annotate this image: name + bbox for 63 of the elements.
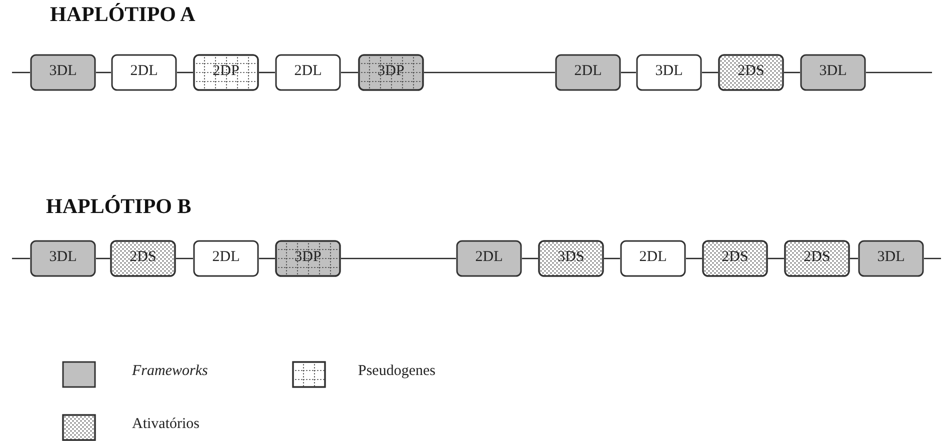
gene-box — [456, 240, 522, 277]
connector-line — [177, 72, 193, 74]
gene-box — [111, 54, 177, 91]
connector-line — [12, 72, 30, 74]
gene-label: 3DL — [876, 249, 906, 266]
section-heading: HAPLÓTIPO A — [50, 2, 196, 27]
gene-box — [275, 240, 341, 277]
gene-label: 2DL — [293, 63, 323, 80]
gene-label: 2DL — [573, 63, 603, 80]
gene-box — [800, 54, 866, 91]
gene-box — [718, 54, 784, 91]
gene-box — [30, 54, 96, 91]
gene-label: 3DL — [818, 63, 848, 80]
gene-label: 3DS — [556, 249, 586, 266]
connector-line — [341, 72, 358, 74]
gene-label: 2DS — [720, 249, 750, 266]
connector-line — [96, 72, 111, 74]
connector-line — [924, 258, 941, 260]
gene-box — [538, 240, 604, 277]
gene-label: 2DL — [638, 249, 668, 266]
connector-line — [768, 258, 784, 260]
connector-line — [522, 258, 538, 260]
connector-line — [259, 258, 275, 260]
gene-label: 2DS — [128, 249, 158, 266]
gene-label: 2DS — [802, 249, 832, 266]
gene-box — [858, 240, 924, 277]
connector-line — [604, 258, 620, 260]
connector-line — [259, 72, 275, 74]
gene-label: 2DL — [211, 249, 241, 266]
gene-box — [110, 240, 176, 277]
gene-label: 3DL — [654, 63, 684, 80]
gene-box — [636, 54, 702, 91]
connector-line — [176, 258, 193, 260]
legend-label: Ativatórios — [132, 416, 200, 433]
gene-label: 2DS — [736, 63, 766, 80]
connector-line — [424, 72, 555, 74]
gene-box — [193, 54, 259, 91]
gene-box — [30, 240, 96, 277]
legend-label: Pseudogenes — [358, 363, 436, 380]
gene-box — [275, 54, 341, 91]
connector-line — [866, 72, 932, 74]
gene-box — [555, 54, 621, 91]
connector-line — [784, 72, 800, 74]
gene-box — [193, 240, 259, 277]
connector-line — [96, 258, 110, 260]
gene-box — [702, 240, 768, 277]
gene-label: 3DP — [294, 249, 322, 266]
section-heading: HAPLÓTIPO B — [46, 194, 192, 219]
gene-label: 3DL — [48, 249, 78, 266]
connector-line — [341, 258, 456, 260]
legend-label: Frameworks — [132, 363, 208, 380]
gene-box — [784, 240, 850, 277]
connector-line — [702, 72, 718, 74]
gene-label: 3DP — [376, 63, 406, 80]
gene-label: 2DP — [212, 63, 240, 80]
gene-label: 2DL — [129, 63, 159, 80]
gene-box — [620, 240, 686, 277]
gene-label: 3DL — [48, 63, 78, 80]
connector-line — [621, 72, 636, 74]
gene-label: 2DL — [474, 249, 504, 266]
connector-line — [12, 258, 30, 260]
gene-box — [358, 54, 424, 91]
connector-line — [686, 258, 702, 260]
